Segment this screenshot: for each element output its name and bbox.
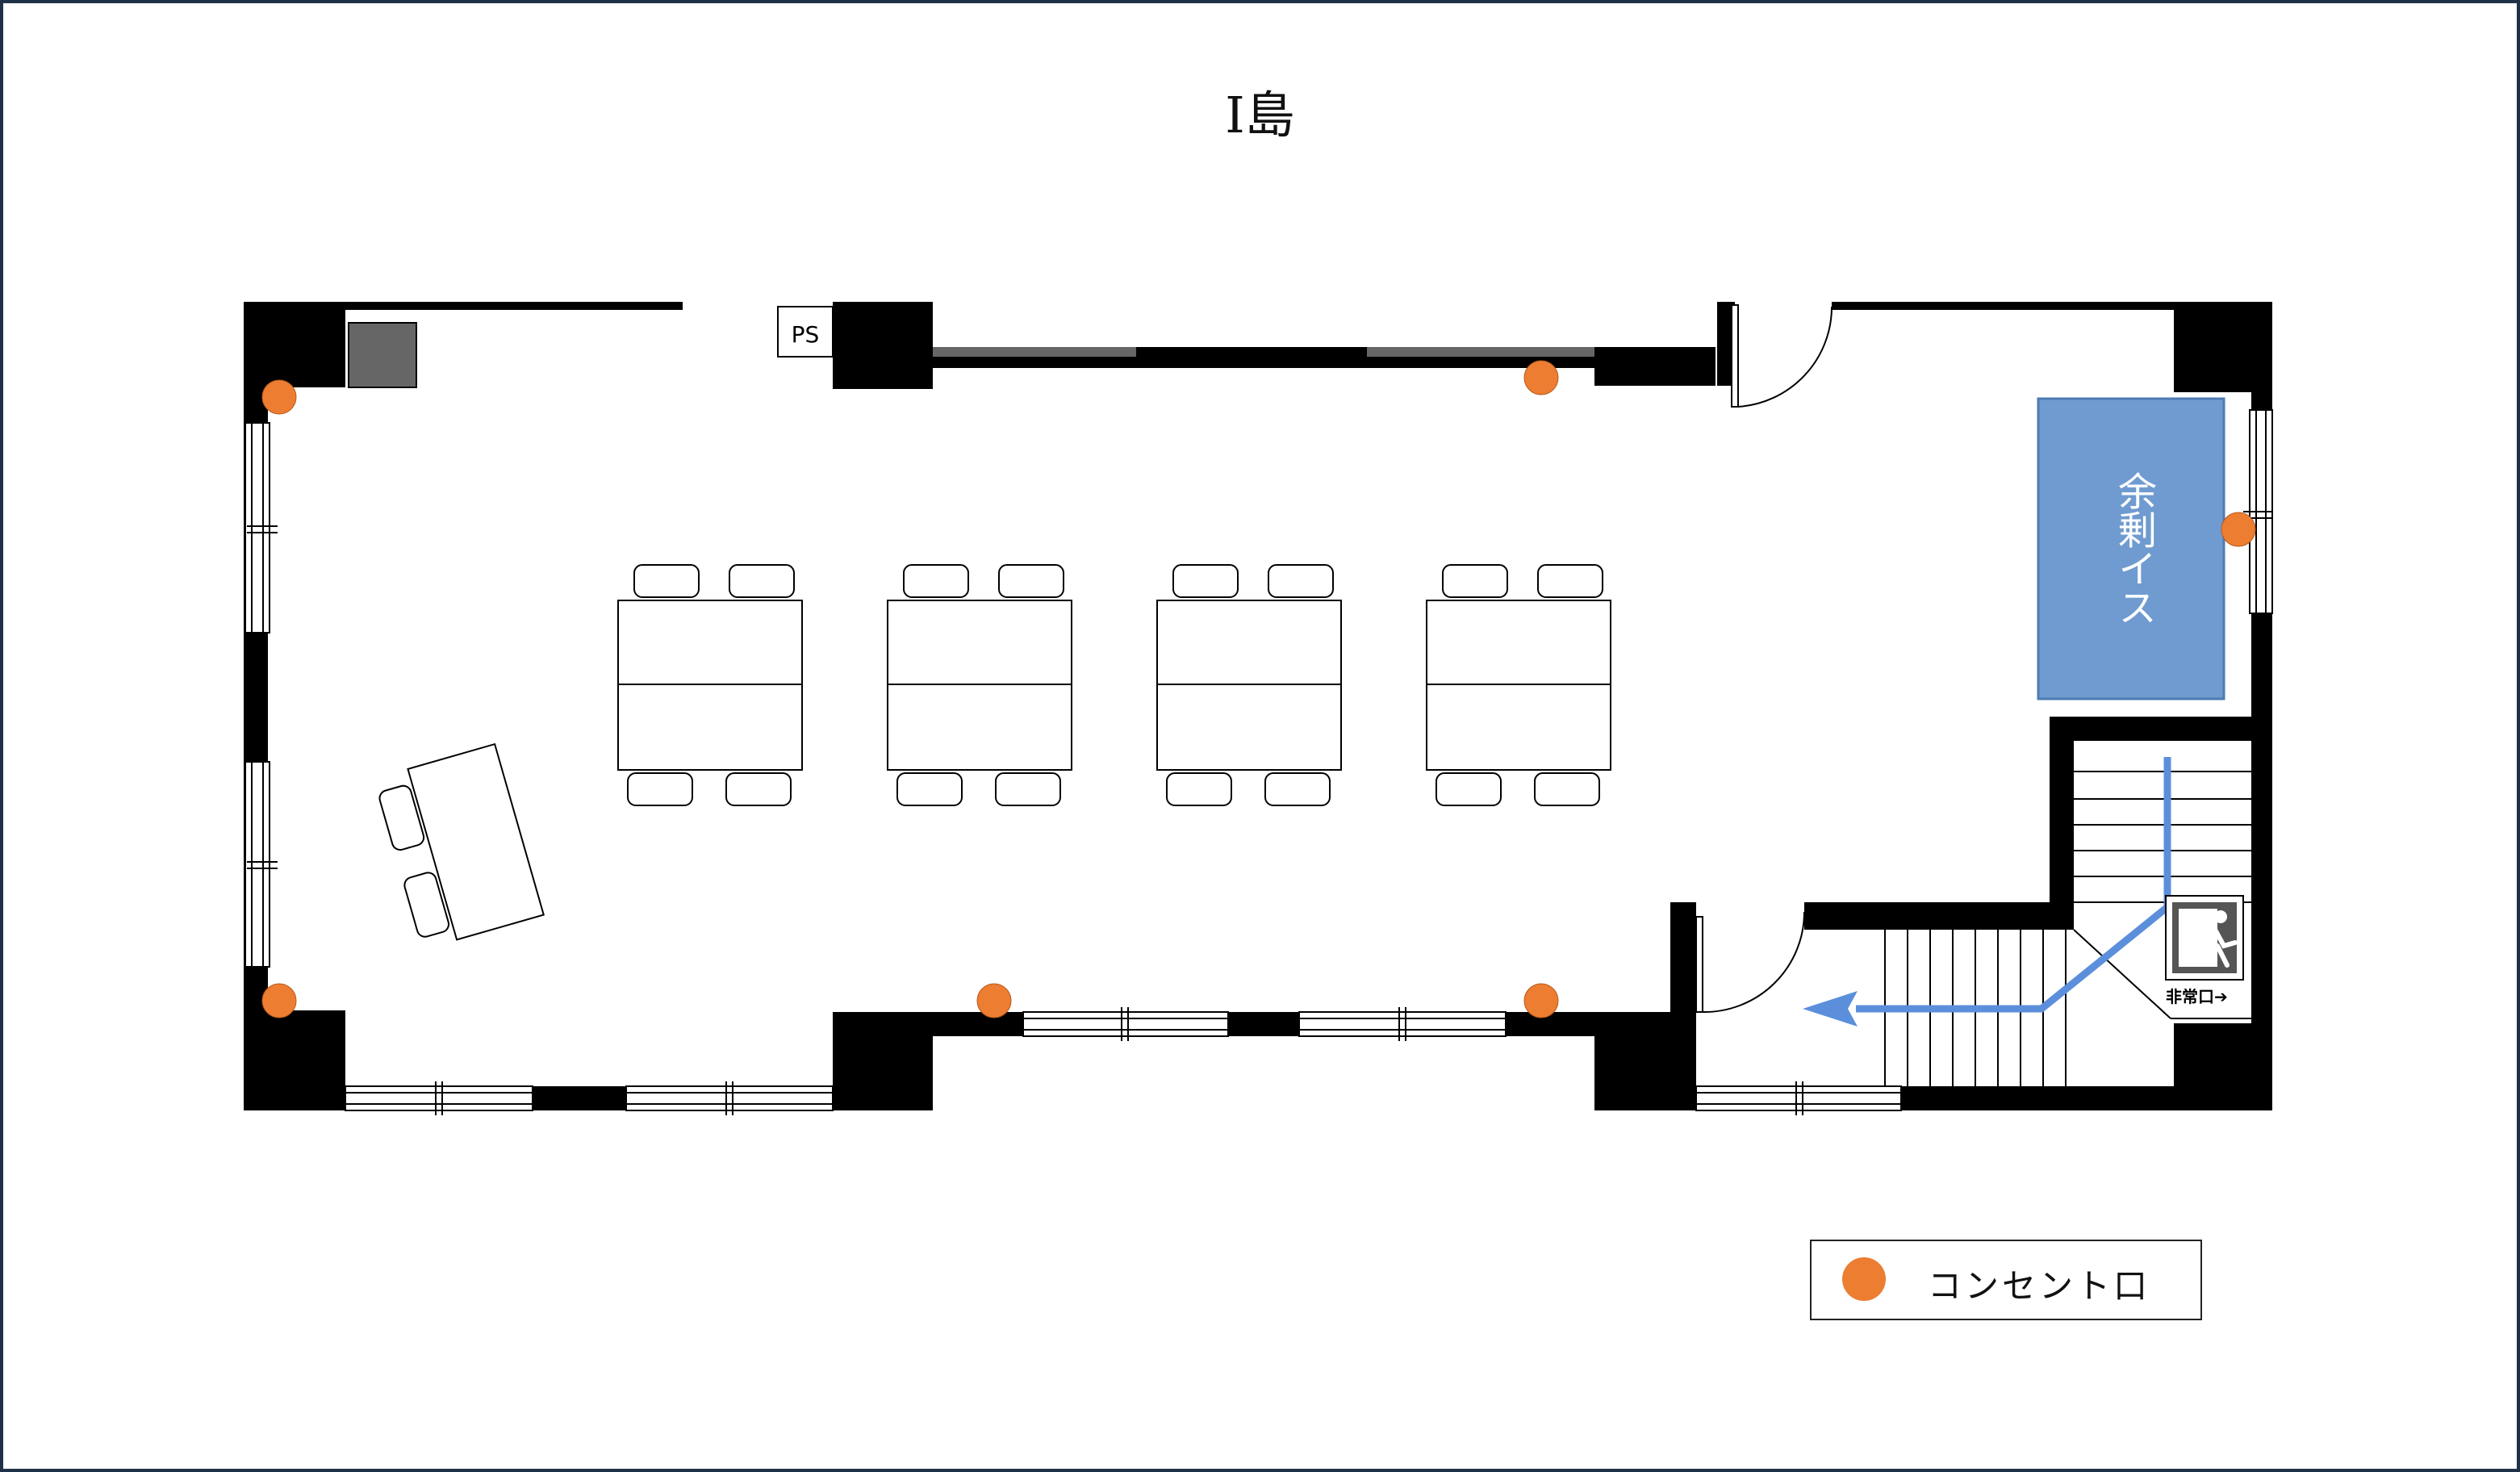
evacuation-route-arrow <box>1803 757 2171 1027</box>
window-right <box>2243 409 2273 614</box>
legend-outlet-label: コンセント口 <box>1928 1266 2151 1306</box>
outlet-icon <box>2221 512 2256 547</box>
wall-door-jamb-top <box>1717 302 1735 386</box>
wall-stair-top <box>2050 717 2272 741</box>
wall-bottom-a <box>933 1012 1023 1036</box>
window-bottom-right <box>1695 1081 1902 1115</box>
stairs-upper <box>2074 771 2251 903</box>
wall-top-left <box>244 302 683 310</box>
outlets <box>261 360 2256 1018</box>
window-bottom-left-a <box>345 1081 533 1115</box>
desk-groups <box>378 564 1611 941</box>
window-top <box>933 347 1594 357</box>
outlet-icon <box>976 983 1012 1018</box>
window-bottom-middle-a <box>1022 1007 1229 1041</box>
outlet-icon <box>1523 360 1559 395</box>
spare-chairs-label: 余剰イス <box>2111 471 2156 626</box>
emergency-exit-icon <box>2165 895 2244 981</box>
desk-group-2 <box>887 564 1072 806</box>
desk-group-4 <box>1426 564 1611 806</box>
window-left-upper <box>244 422 278 634</box>
wall-bottom-b <box>1228 1012 1299 1036</box>
door-top-right <box>1731 304 1833 408</box>
window-left-lower <box>244 761 278 968</box>
ps-label: PS <box>792 321 820 348</box>
desk-group-3 <box>1156 564 1342 806</box>
page-title: I島 <box>1225 86 1295 144</box>
legend: コンセント口 <box>1810 1240 2202 1320</box>
outlet-icon <box>261 983 297 1018</box>
angled-desk <box>378 742 545 941</box>
desk-group-1 <box>617 564 803 806</box>
door-bottom-right <box>1695 911 1805 1014</box>
pillar-bottom-right <box>1594 1012 1696 1110</box>
outlet-icon <box>261 379 297 415</box>
outlet-icon <box>1842 1257 1886 1301</box>
windows <box>244 347 2273 1115</box>
wall-stair-left <box>2050 717 2074 930</box>
pillar-box <box>348 322 417 388</box>
wall-bottom-right <box>1901 1086 2272 1110</box>
exit-sign-label: 非常口➔ <box>2166 987 2228 1006</box>
wall-corner-bottom-left <box>244 1010 345 1110</box>
wall-top-middle-step <box>1594 347 1716 386</box>
outlet-icon <box>1523 983 1559 1018</box>
window-bottom-left-b <box>625 1081 834 1115</box>
pillar-top-center <box>833 302 933 389</box>
wall-top-right <box>1832 302 2272 310</box>
wall-bottom-left-mid <box>533 1086 626 1110</box>
pillar-bottom-center <box>833 1012 933 1110</box>
spare-chairs-area <box>2037 397 2225 700</box>
ps-box <box>777 306 834 358</box>
doors <box>1695 304 1833 1014</box>
window-bottom-middle-b <box>1298 1007 1507 1041</box>
walls <box>244 302 2272 1110</box>
wall-stair-landing <box>1804 902 2074 930</box>
wall-bottom-c <box>1506 1012 1594 1036</box>
